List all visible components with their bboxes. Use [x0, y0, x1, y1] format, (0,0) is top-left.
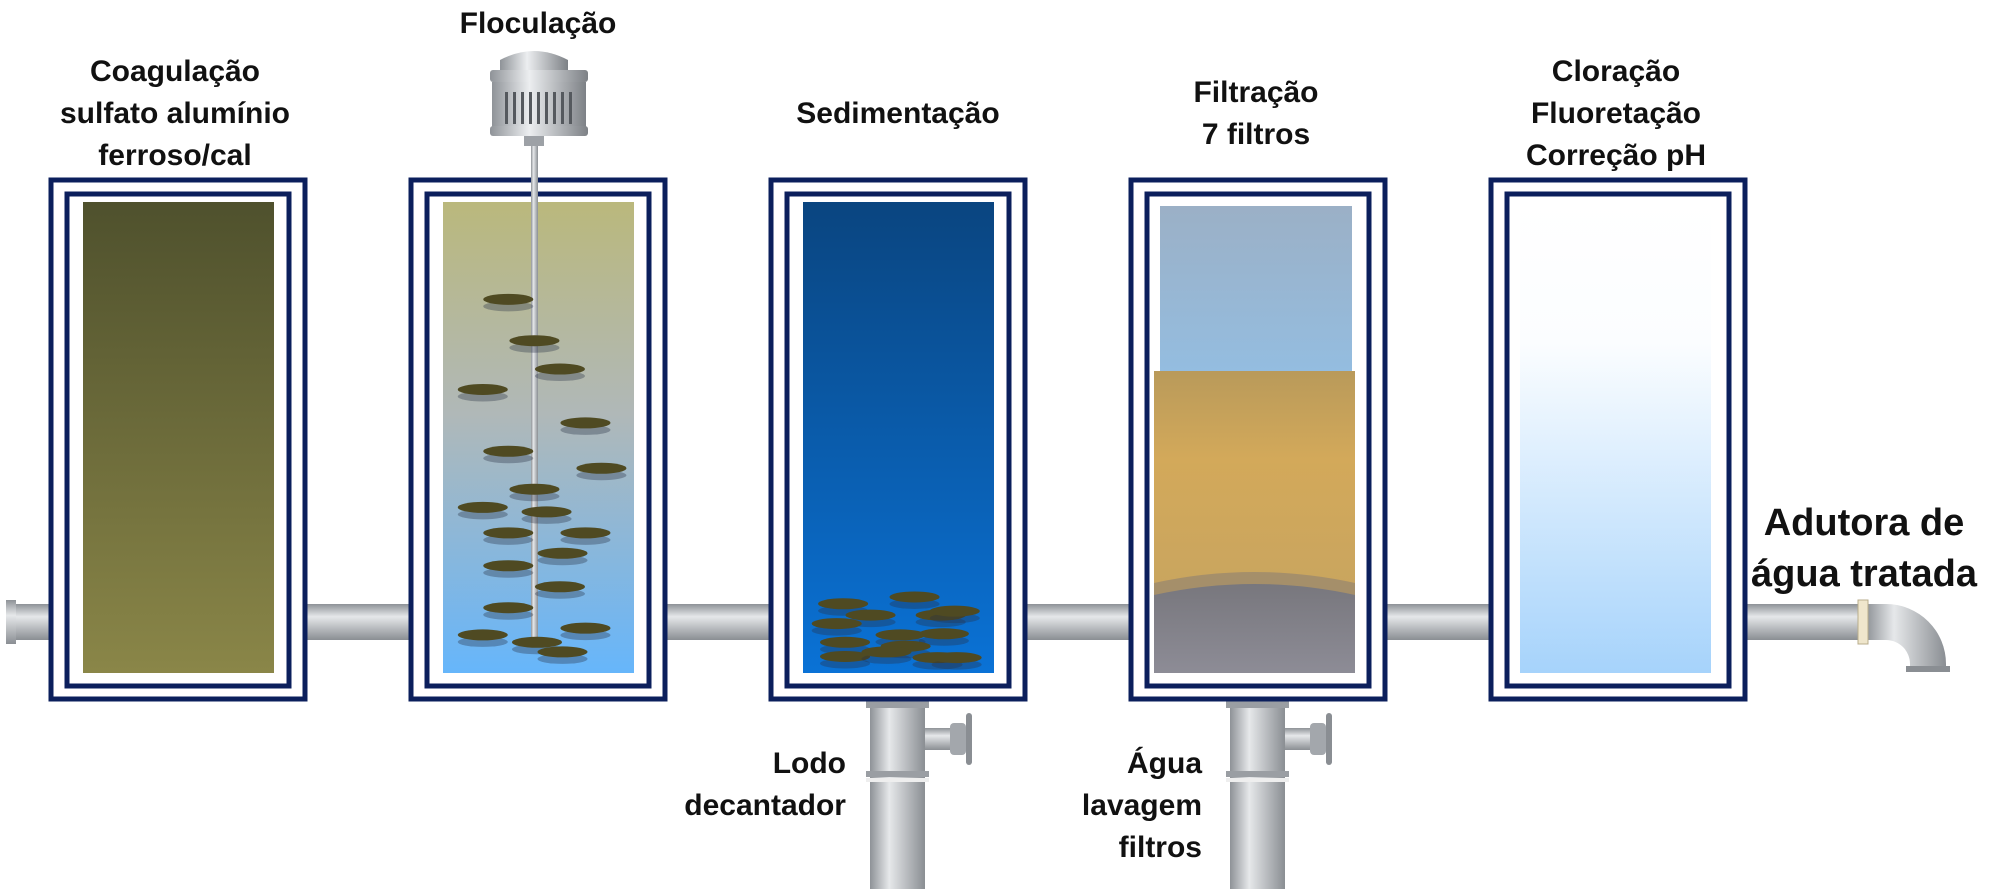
stage-label: Cloração: [1552, 55, 1680, 88]
floc-particle: [534, 581, 585, 599]
stage-label: Floculação: [460, 7, 617, 40]
floc-particle: [537, 646, 588, 664]
floc-particle: [509, 335, 560, 353]
floc-particle: [889, 591, 940, 609]
floc-particle: [483, 527, 534, 545]
treated-water-label: Adutora de: [1764, 502, 1965, 544]
floc-particle: [537, 547, 588, 566]
floc-particle: [929, 605, 980, 624]
floc-particle: [483, 560, 534, 578]
coagulation-water: [83, 202, 274, 673]
floc-particle: [560, 417, 611, 435]
floc-particle: [576, 462, 627, 481]
floc-particle: [457, 501, 508, 520]
stage-label: Filtração: [1193, 76, 1318, 109]
flocculation-water: [443, 202, 634, 673]
stage-label: sulfato alumínio: [60, 97, 290, 130]
treated-water-label: água tratada: [1751, 553, 1978, 595]
floc-particle: [931, 652, 982, 670]
floc-particle: [811, 618, 862, 636]
disinfection-water: [1520, 202, 1711, 673]
floc-particle: [560, 527, 611, 545]
wash-water-label: Água: [1127, 746, 1202, 780]
floc-particle: [521, 506, 572, 524]
stage-label: Coagulação: [90, 55, 260, 88]
stage-label: Fluoretação: [1531, 97, 1701, 130]
floc-particle: [483, 602, 534, 620]
stage-label: ferroso/cal: [98, 139, 251, 172]
floc-particle: [534, 363, 585, 382]
sludge-label: Lodo: [773, 747, 846, 780]
wash-valve: [1226, 700, 1332, 889]
floc-particle: [918, 628, 969, 646]
sludge-valve: [866, 700, 972, 889]
wash-water-label: filtros: [1119, 831, 1202, 864]
stage-label: Sedimentação: [796, 97, 999, 130]
floc-particle: [560, 622, 611, 641]
outlet-elbow: [1857, 599, 1950, 672]
floc-particle: [457, 629, 508, 647]
stage-label: 7 filtros: [1202, 118, 1310, 151]
floc-particle: [483, 445, 534, 464]
sludge-label: decantador: [684, 789, 846, 822]
mixer-motor-icon: [490, 51, 588, 640]
wash-water-label: lavagem: [1082, 789, 1202, 822]
stage-label: Correção pH: [1526, 139, 1706, 172]
filter-media: [1154, 206, 1355, 673]
floc-particle: [861, 646, 912, 664]
floc-particle: [483, 293, 534, 312]
floc-particle: [509, 483, 560, 502]
floc-particle: [457, 383, 508, 402]
floc-particle: [820, 650, 871, 669]
